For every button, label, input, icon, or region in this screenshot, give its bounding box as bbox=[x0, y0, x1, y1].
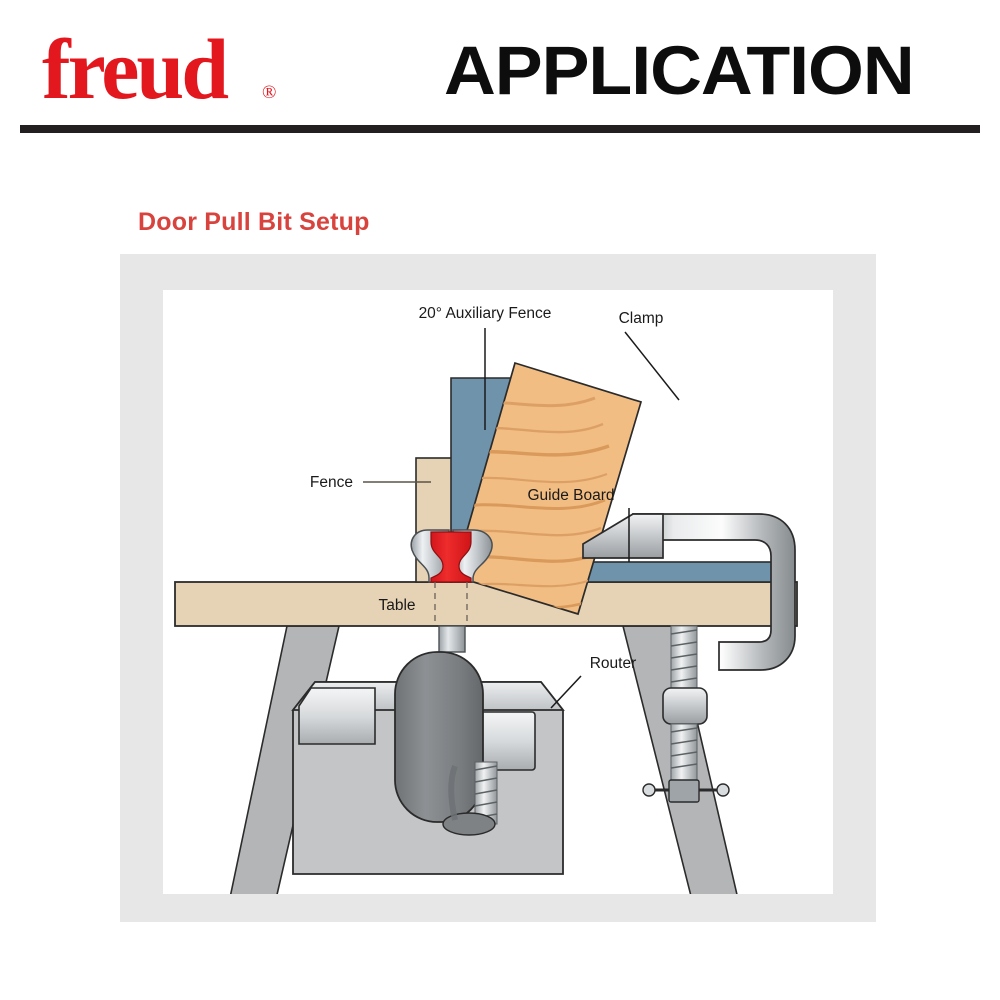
header-divider bbox=[20, 125, 980, 133]
clamp-collar bbox=[662, 687, 708, 725]
freud-logo: freud bbox=[42, 21, 229, 117]
figure-inner-canvas: Table bbox=[163, 290, 833, 894]
clamp-handle bbox=[642, 779, 730, 803]
table-label: Table bbox=[378, 597, 415, 614]
router-depth-spring bbox=[442, 761, 498, 836]
router-leader bbox=[550, 675, 582, 709]
guide-board-label: Guide Board bbox=[527, 487, 614, 504]
figure-panel: Table bbox=[120, 254, 876, 922]
clamp-label: Clamp bbox=[619, 310, 664, 327]
router-motor-housing bbox=[394, 651, 484, 823]
table-top bbox=[174, 581, 798, 627]
page-title: APPLICATION bbox=[444, 32, 915, 109]
clamp-screw-upper bbox=[670, 625, 698, 689]
clamp-group bbox=[582, 513, 796, 803]
router-bit-group bbox=[410, 529, 493, 653]
router-depth-stop bbox=[442, 812, 496, 836]
router-knob-left bbox=[298, 687, 376, 745]
router-group bbox=[291, 651, 565, 875]
clamp-upper-jaw bbox=[582, 513, 664, 559]
section-title: Door Pull Bit Setup bbox=[138, 208, 370, 236]
page-header: freud ® APPLICATION bbox=[0, 0, 1000, 140]
clamp-screw-lower bbox=[670, 723, 698, 783]
clamp-leader bbox=[624, 331, 680, 401]
registered-trademark-icon: ® bbox=[262, 82, 277, 103]
router-label: Router bbox=[590, 655, 637, 672]
bit-body bbox=[430, 531, 472, 583]
callout-labels: 20° Auxiliary Fence Fence Clamp Guide Bo… bbox=[310, 305, 680, 709]
door-pull-bit-setup-diagram: Table bbox=[174, 305, 798, 894]
bit-shank bbox=[438, 625, 466, 653]
auxiliary-fence-label: 20° Auxiliary Fence bbox=[419, 305, 552, 322]
fence-label: Fence bbox=[310, 474, 353, 491]
